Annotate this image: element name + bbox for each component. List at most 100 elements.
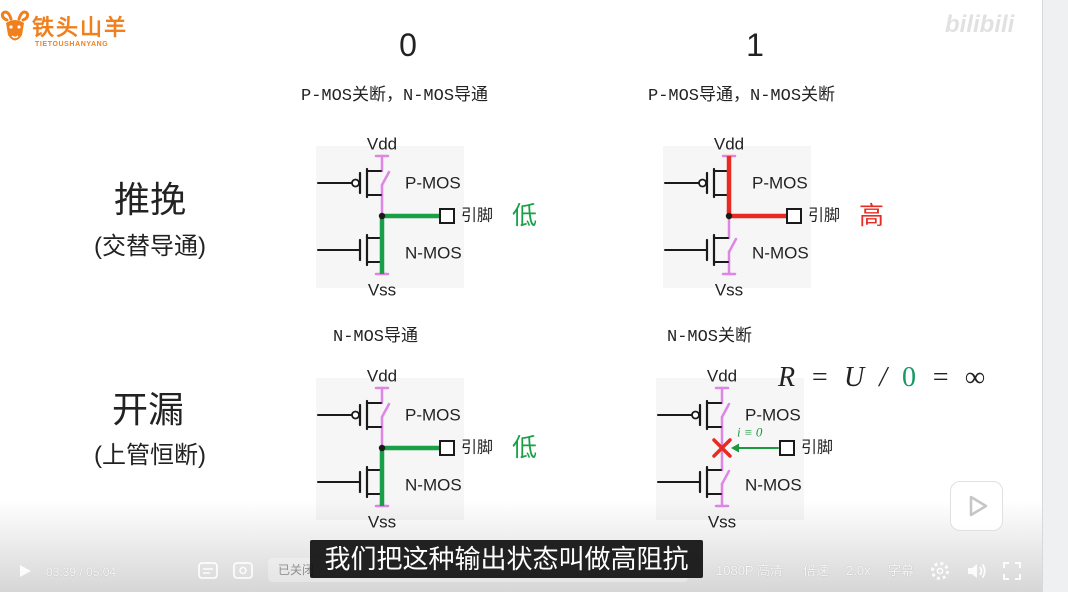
pin-square: [779, 440, 795, 456]
formula-token: /: [879, 362, 888, 393]
fullscreen-corners: [1003, 562, 1021, 580]
page-side-panel: [1042, 0, 1068, 592]
video-frame[interactable]: 铁头山羊 TIETOUSHANYANG bilibili 0 1 P-MOS关断…: [0, 0, 1042, 592]
row-note-open-drain: (上管恒断): [94, 442, 206, 469]
row-title-open-drain: 开漏: [111, 389, 184, 430]
volume-icon[interactable]: [966, 561, 988, 581]
output-level-label: 高: [859, 202, 884, 230]
junction-dot: [378, 444, 386, 452]
pmos-switch-open: [720, 402, 731, 419]
circuit-diagrams: VddVssP-MOSN-MOS引脚低VddVssP-MOSN-MOS引脚高Vd…: [316, 135, 884, 532]
junction-dot: [378, 212, 386, 220]
pmos-label: P-MOS: [752, 174, 808, 193]
open-drain-state-0: N-MOS导通: [333, 328, 419, 347]
formula-token: U: [844, 362, 865, 393]
danmaku-settings-icon[interactable]: [232, 561, 254, 581]
goat-horn-left: [0, 10, 13, 22]
nmos-switch-open: [720, 469, 731, 486]
danmaku-status: 已关闭: [278, 563, 315, 577]
nmos-switch-open: [727, 237, 738, 254]
high-impedance-formula: R = U / 0 = ∞: [778, 359, 985, 397]
fullscreen-icon[interactable]: [1002, 561, 1022, 581]
output-level-label: 低: [512, 434, 537, 462]
push-pull-state-0: P-MOS关断，N-MOS导通: [301, 87, 489, 106]
pmos-switch-open: [380, 402, 391, 419]
play-icon[interactable]: [18, 564, 32, 578]
push-pull-state-1: P-MOS导通，N-MOS关断: [648, 87, 836, 106]
goat-eye-right: [17, 25, 21, 29]
vdd-label: Vdd: [707, 367, 737, 386]
pin-label: 引脚: [461, 439, 493, 457]
pmos-gate-bubble: [691, 410, 700, 420]
play-triangle: [20, 565, 31, 577]
formula-token-highlight: 0: [902, 362, 917, 393]
gear-hub: [936, 567, 944, 575]
row-note-push-pull: (交替导通): [94, 233, 206, 260]
vss-label: Vss: [368, 513, 396, 532]
column-header-1: 1: [746, 27, 764, 63]
gear-teeth: [931, 562, 949, 580]
zero-current-label: i ≡ 0: [737, 425, 763, 440]
formula-token: =: [810, 362, 830, 393]
vss-label: Vss: [715, 281, 743, 300]
goat-head: [6, 20, 24, 41]
formula-token: =: [931, 362, 950, 393]
nmos-label: N-MOS: [745, 476, 802, 495]
danmaku-settings-frame: [233, 562, 253, 579]
pin-label: 引脚: [808, 207, 840, 225]
brand-pinyin: TIETOUSHANYANG: [35, 41, 109, 48]
pin-square: [786, 208, 802, 224]
pmos-switch-open: [380, 170, 391, 187]
goat-horn-right: [17, 10, 30, 22]
speed-button[interactable]: 倍速: [803, 563, 830, 578]
junction-dot: [725, 212, 733, 220]
speaker-wave: [979, 566, 983, 576]
pmos-gate-bubble: [351, 410, 360, 420]
circuit-push-pull-high: VddVssP-MOSN-MOS引脚高: [663, 135, 884, 300]
pmos-gate-bubble: [351, 178, 360, 188]
mini-player-triangle: [969, 495, 988, 517]
settings-gear-icon[interactable]: [930, 561, 950, 581]
vss-label: Vss: [368, 281, 396, 300]
speaker-wave: [981, 563, 986, 579]
goat-mouth: [11, 35, 19, 39]
current-arrow-head: [731, 443, 739, 453]
bilibili-watermark: bilibili: [945, 11, 1015, 38]
blocked-x-mark: [712, 438, 732, 458]
captions-button[interactable]: 字幕: [888, 563, 915, 578]
quality-button[interactable]: 1080P 高清: [716, 563, 783, 578]
goat-eye-left: [9, 25, 13, 29]
mini-player-icon: [969, 495, 988, 517]
goat-logo-icon: [0, 10, 30, 41]
current-path-low: [379, 213, 440, 274]
pin-square: [439, 440, 455, 456]
nmos-label: N-MOS: [405, 476, 462, 495]
pin-label: 引脚: [801, 439, 833, 457]
formula-token: ∞: [964, 362, 985, 393]
pin-square: [439, 208, 455, 224]
output-level-label: 低: [512, 202, 537, 230]
vdd-label: Vdd: [367, 367, 397, 386]
danmaku-toggle-icon[interactable]: [197, 561, 219, 581]
column-header-0: 0: [399, 27, 417, 63]
speaker-body: [968, 564, 977, 578]
time-display: 03:39 / 05:04: [46, 565, 117, 579]
pmos-label: P-MOS: [405, 174, 461, 193]
nmos-label: N-MOS: [405, 244, 462, 263]
subtitle-caption: 我们把这种输出状态叫做高阻抗: [310, 540, 703, 578]
pmos-label: P-MOS: [745, 406, 801, 425]
danmaku-settings-dot: [239, 566, 247, 575]
mini-player-button[interactable]: [950, 481, 1003, 531]
danmaku-toggle-frame: [198, 562, 218, 579]
vdd-label: Vdd: [367, 135, 397, 154]
pmos-label: P-MOS: [405, 406, 461, 425]
vss-label: Vss: [708, 513, 736, 532]
formula-token: R: [778, 362, 796, 393]
speed-value[interactable]: 2.0x: [846, 563, 871, 578]
pin-label: 引脚: [461, 207, 493, 225]
brand-name: 铁头山羊: [32, 15, 129, 40]
nmos-label: N-MOS: [752, 244, 809, 263]
